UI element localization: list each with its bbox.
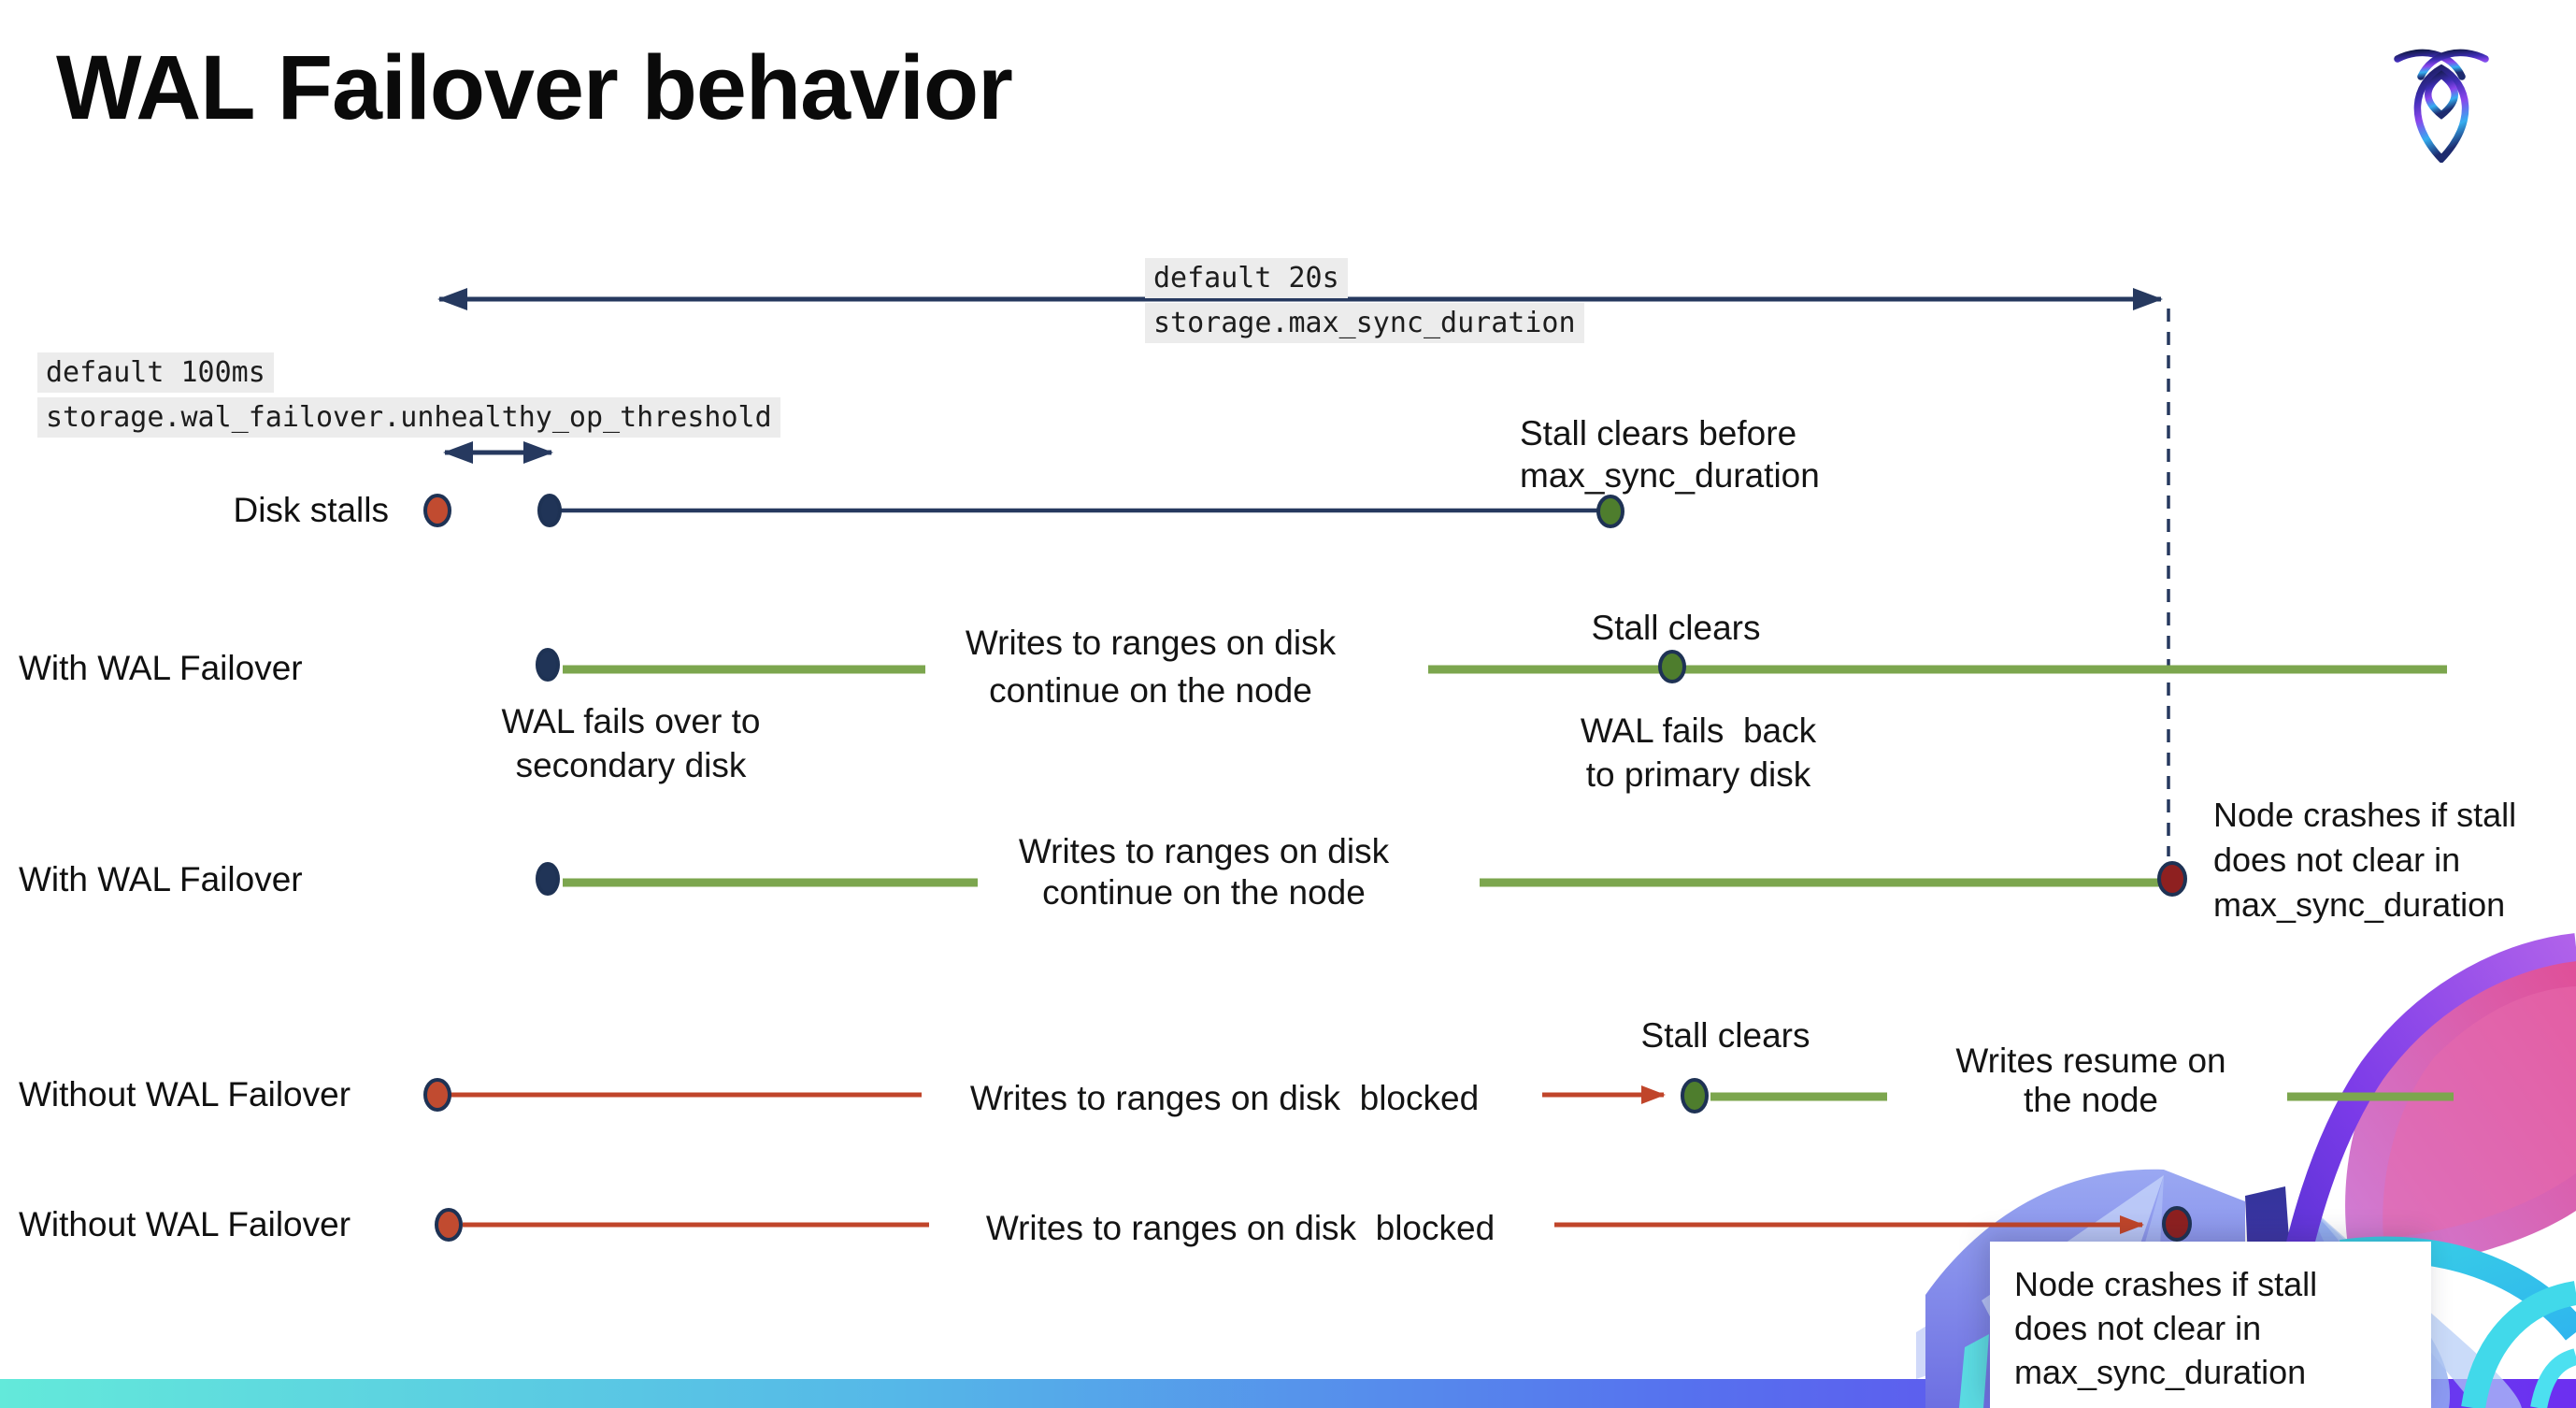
wal-fails-back-label: WAL fails back to primary disk [1580, 711, 1817, 794]
stall-start-dot-row5 [435, 1208, 463, 1242]
stall-start-dot [423, 494, 451, 527]
row-label-disk-stalls: Disk stalls [233, 491, 389, 529]
wal-fails-over-label: WAL fails over to secondary disk [501, 702, 761, 784]
max-sync-setting: storage.max_sync_duration [1145, 303, 1584, 343]
page-title: WAL Failover behavior [56, 36, 1013, 138]
writes-continue-label-1: Writes to ranges on disk continue on the… [965, 624, 1337, 710]
threshold-note: default 100ms storage.wal_failover.unhea… [37, 352, 780, 442]
writes-continue-label-2: Writes to ranges on disk continue on the… [1018, 832, 1390, 912]
failover-dot-row2 [536, 648, 560, 682]
row-label-with-wal-1: With WAL Failover [19, 649, 303, 687]
max-sync-default: default 20s [1145, 258, 1348, 298]
stall-clears-label-2: Stall clears [1640, 1016, 1810, 1055]
body-outline [2413, 64, 2469, 163]
row-label-with-wal-2: With WAL Failover [19, 860, 303, 898]
stall-clears-dot-row4 [1681, 1078, 1709, 1113]
threshold-setting: storage.wal_failover.unhealthy_op_thresh… [37, 397, 780, 438]
stall-start-dot-row4 [423, 1078, 451, 1112]
antenna-left [2394, 49, 2466, 80]
threshold-default: default 100ms [37, 352, 274, 393]
max-sync-note: default 20s storage.max_sync_duration [1145, 258, 1584, 348]
node-crashes-label-2: Node crashes if stall does not clear in … [2014, 1265, 2318, 1391]
failover-dot-row3 [536, 862, 560, 896]
pink-wing-inner [2383, 986, 2576, 1239]
writes-blocked-label-1: Writes to ranges on disk blocked [969, 1079, 1480, 1117]
cockroach-mark [2394, 49, 2489, 163]
writes-resume-label: Writes resume on the node [1955, 1042, 2226, 1119]
writes-blocked-label-2: Writes to ranges on disk blocked [985, 1209, 1496, 1247]
node-crash-dot-row3 [2157, 861, 2187, 897]
cyan-leg-sliver [1959, 1334, 1989, 1408]
cockroachdb-logo-icon [2394, 49, 2489, 163]
teal-arc-2 [2461, 1281, 2576, 1408]
row-label-without-wal-1: Without WAL Failover [19, 1075, 351, 1113]
node-crash-callout-box: Node crashes if stall does not clear in … [1990, 1242, 2431, 1408]
threshold-dot [537, 494, 562, 527]
stall-clears-dot-row1 [1596, 495, 1624, 528]
node-crashes-label-1: Node crashes if stall does not clear in … [2213, 796, 2517, 924]
row-label-without-wal-2: Without WAL Failover [19, 1205, 351, 1243]
teal-arc-3 [2530, 1348, 2576, 1408]
antenna-right [2417, 49, 2489, 80]
stall-clears-dot-row2 [1658, 650, 1686, 683]
stall-clears-before-label: Stall clears before max_sync_duration [1520, 414, 1820, 495]
inner-leaf [2425, 70, 2458, 120]
stall-clears-label-1: Stall clears [1591, 609, 1761, 647]
